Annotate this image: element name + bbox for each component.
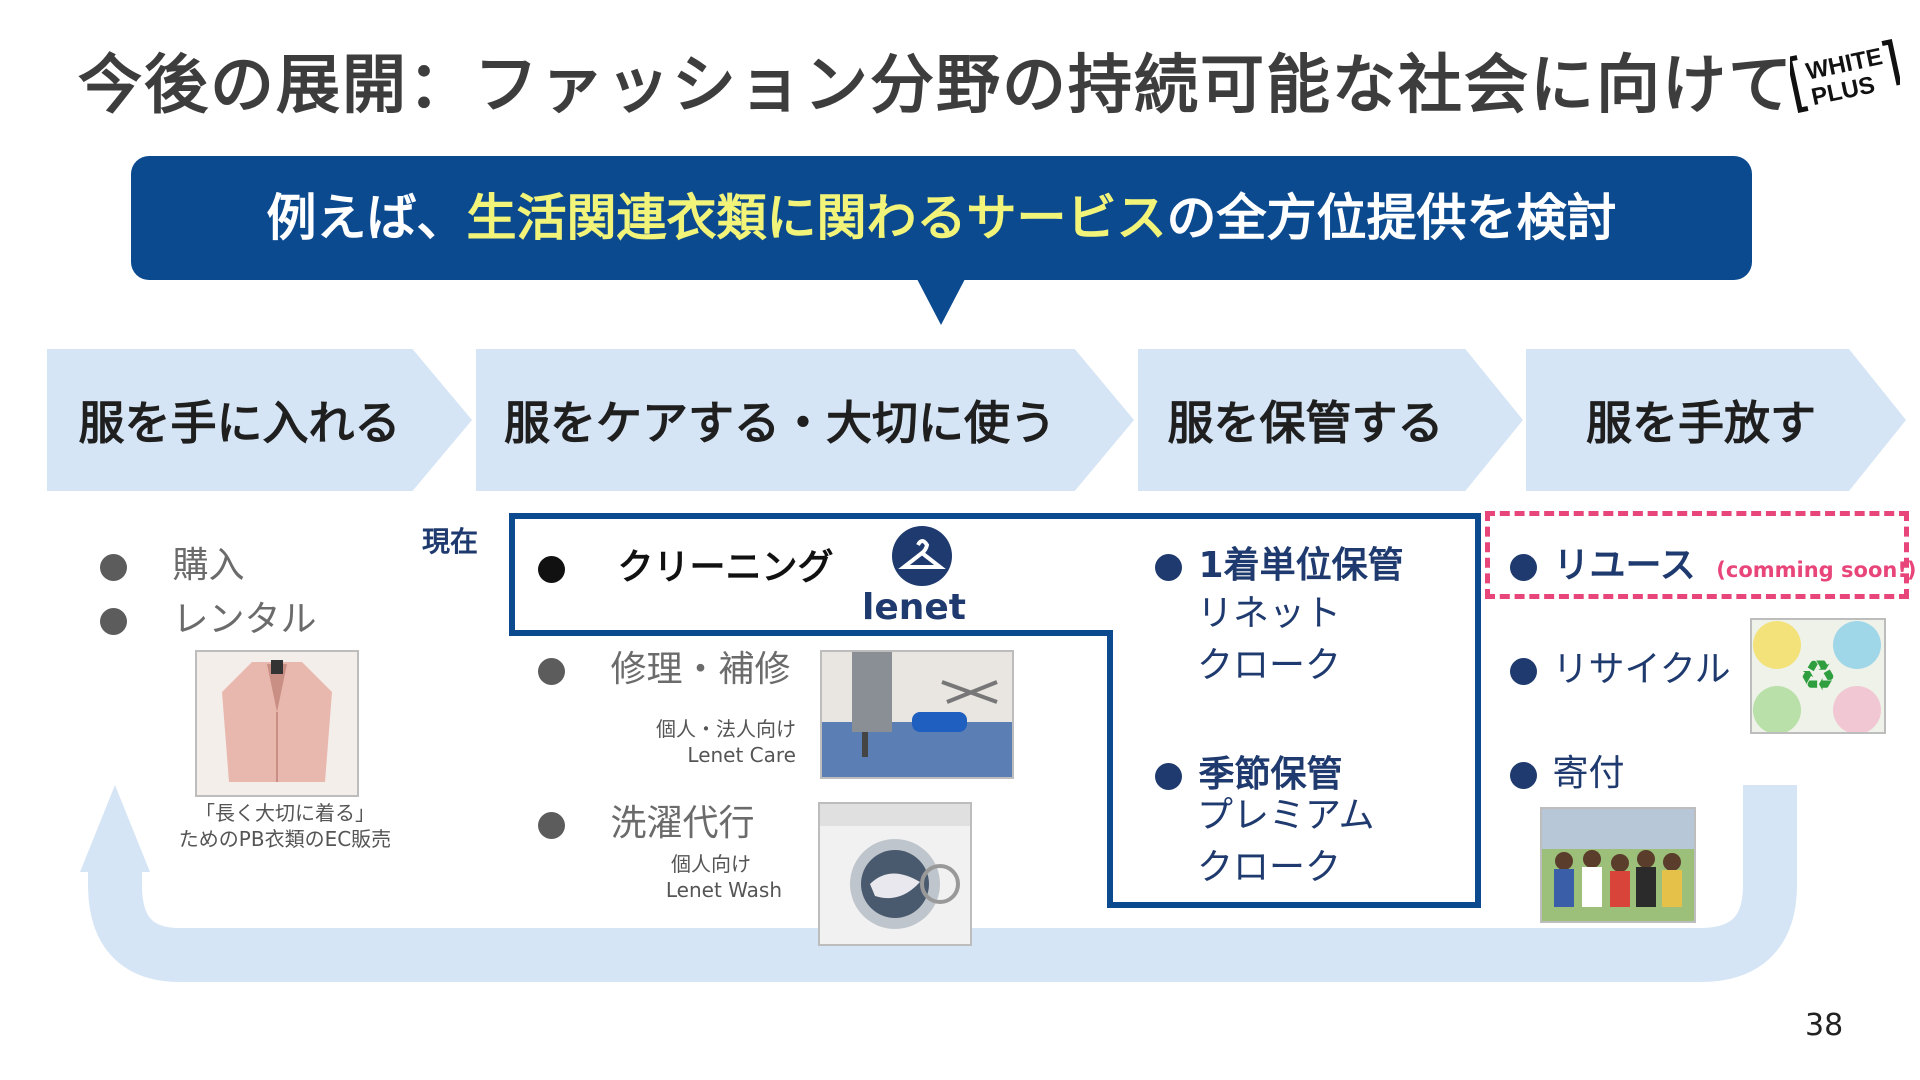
recycle-photo: ♻ bbox=[1750, 618, 1886, 734]
list-item: リユース (comming soon!) bbox=[1510, 536, 1917, 588]
bullet-icon bbox=[538, 812, 565, 839]
list-item: 洗濯代行 bbox=[538, 794, 754, 846]
bullet-icon bbox=[538, 556, 565, 583]
lenet-hanger-icon bbox=[890, 525, 955, 587]
list-item: リサイクル bbox=[1510, 640, 1731, 692]
bullet-icon bbox=[538, 658, 565, 685]
sewing-photo bbox=[820, 650, 1014, 779]
list-item: クリーニング bbox=[538, 538, 834, 590]
bullet-icon bbox=[1510, 658, 1537, 685]
storage-item2-detail: プレミアム クローク bbox=[1197, 790, 1374, 894]
bullet-icon bbox=[1510, 554, 1537, 581]
washing-machine-photo bbox=[818, 802, 972, 946]
laundry-note: 個人向け Lenet Wash bbox=[610, 851, 782, 903]
storage-item1-detail: リネット クローク bbox=[1197, 588, 1341, 692]
bullet-icon bbox=[1155, 763, 1182, 790]
coming-soon-note: (comming soon!) bbox=[1716, 558, 1916, 582]
list-item: 1着単位保管 bbox=[1155, 536, 1404, 588]
bullet-icon bbox=[1155, 554, 1182, 581]
list-item: 修理・補修 bbox=[538, 640, 790, 692]
page-number: 38 bbox=[1805, 1008, 1843, 1043]
recycle-icon: ♻ bbox=[1799, 651, 1837, 700]
list-item: 寄付 bbox=[1510, 744, 1624, 796]
repair-note: 個人・法人向け Lenet Care bbox=[620, 716, 796, 768]
bullet-icon bbox=[1510, 762, 1537, 789]
lenet-logo: lenet bbox=[862, 587, 966, 628]
donation-photo bbox=[1540, 807, 1696, 923]
